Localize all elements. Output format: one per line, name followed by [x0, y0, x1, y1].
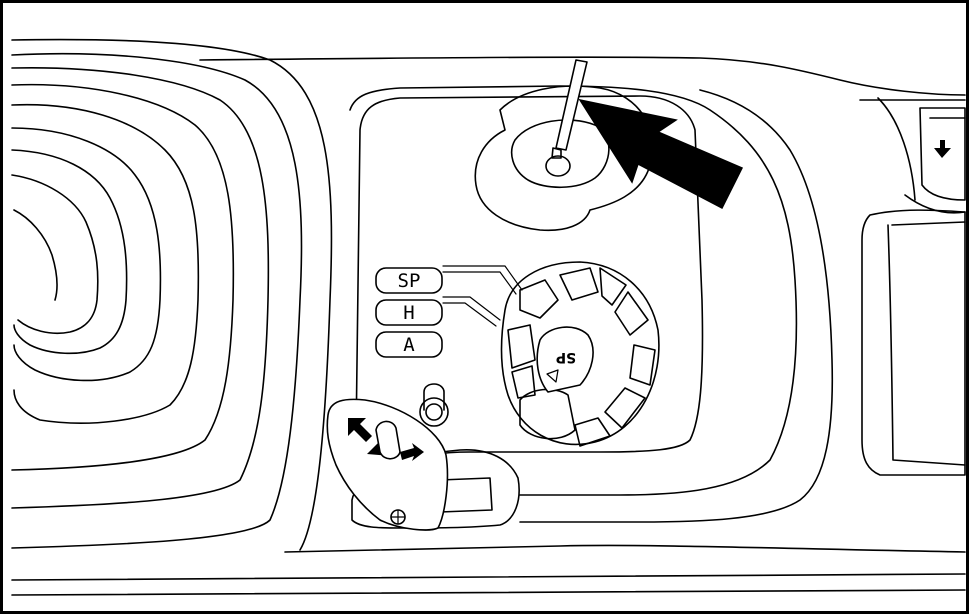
- mode-label-a-box: [375, 331, 443, 358]
- mode-label-a: A: [403, 334, 415, 356]
- mode-label-h: H: [403, 302, 414, 324]
- arrow-icon: [578, 98, 744, 210]
- engine-oil-lock-icon: [419, 383, 449, 427]
- mode-label-h-box: [375, 299, 443, 326]
- down-arrow-icon: [934, 140, 951, 158]
- seat-contours: [11, 38, 333, 551]
- mode-selector-labels: SP H A: [375, 265, 523, 358]
- mode-label-sp-box: [375, 267, 443, 294]
- arrow-right-icon: [400, 443, 424, 461]
- triangle-indicator-icon: [546, 369, 559, 383]
- lever-icon: [545, 59, 588, 177]
- arrow-up-left-icon: [348, 418, 372, 442]
- right-side-panel: [861, 107, 966, 476]
- toggle-switch: [326, 398, 520, 531]
- console-body: [11, 56, 966, 596]
- mode-label-sp: SP: [398, 270, 421, 292]
- dial-label-sp: SP: [556, 349, 576, 365]
- rotary-dial: SP: [500, 261, 660, 447]
